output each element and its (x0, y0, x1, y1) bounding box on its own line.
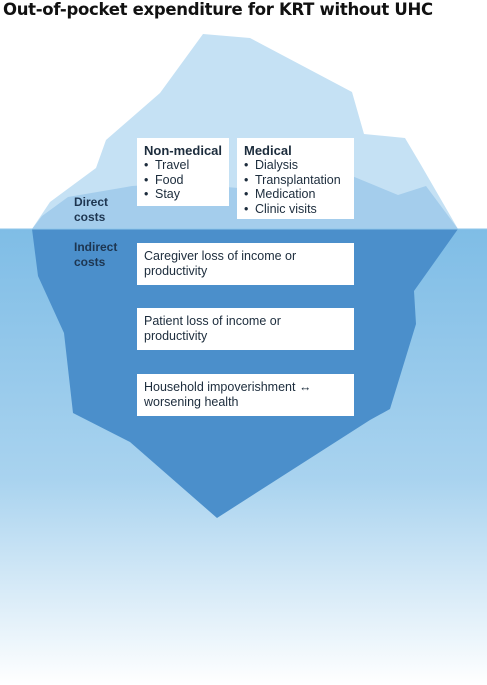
patient-loss-box: Patient loss of income or productivity (137, 308, 354, 350)
medical-heading: Medical (244, 143, 292, 158)
figure-title: Out-of-pocket expenditure for KRT withou… (3, 0, 433, 19)
caregiver-loss-box: Caregiver loss of income or productivity (137, 243, 354, 285)
non-medical-box: Non-medical •Travel •Food •Stay (137, 138, 229, 206)
medical-box: Medical •Dialysis •Transplantation •Medi… (237, 138, 354, 219)
iceberg-underwater (32, 229, 458, 518)
indirect-costs-label: Indirect costs (74, 240, 118, 269)
list-item: •Food (144, 172, 184, 187)
non-medical-list: •Travel •Food •Stay (144, 158, 229, 202)
household-impoverishment-box: Household impoverishment ↔ worsening hea… (137, 374, 354, 416)
medical-list: •Dialysis •Transplantation •Medication •… (244, 158, 354, 216)
list-item: •Transplantation (244, 172, 341, 187)
list-item: •Travel (144, 158, 190, 172)
list-item: •Stay (144, 187, 181, 201)
direct-costs-label: Direct costs (74, 195, 109, 224)
non-medical-heading: Non-medical (144, 143, 223, 158)
list-item: •Dialysis (244, 158, 299, 172)
list-item: •Medication (244, 187, 316, 201)
list-item: •Clinic visits (244, 201, 317, 216)
